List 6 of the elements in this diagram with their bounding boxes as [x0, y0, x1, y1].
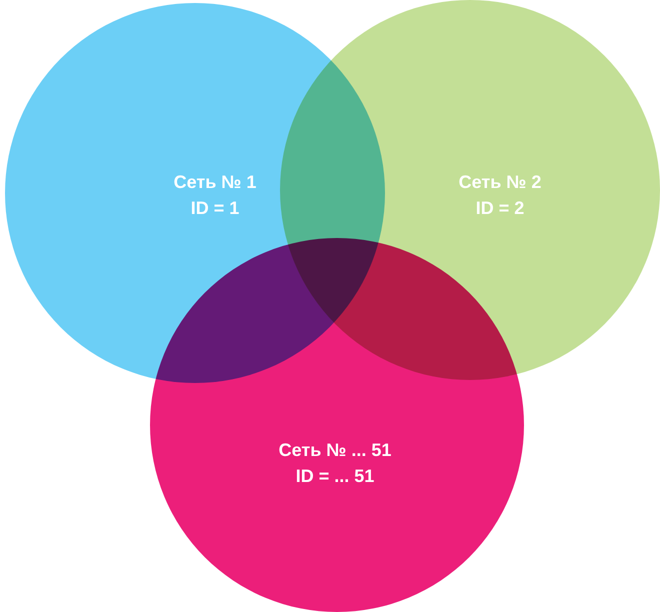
network-name: Сеть № 2 [458, 171, 542, 194]
id-label: ID = 1 [190, 197, 240, 220]
network-name: Сеть № 1 [174, 171, 256, 194]
network-name: Сеть № ... 51 [278, 439, 392, 462]
id-label: ID = ... 51 [296, 465, 374, 488]
id-label: ID = 2 [476, 197, 524, 220]
